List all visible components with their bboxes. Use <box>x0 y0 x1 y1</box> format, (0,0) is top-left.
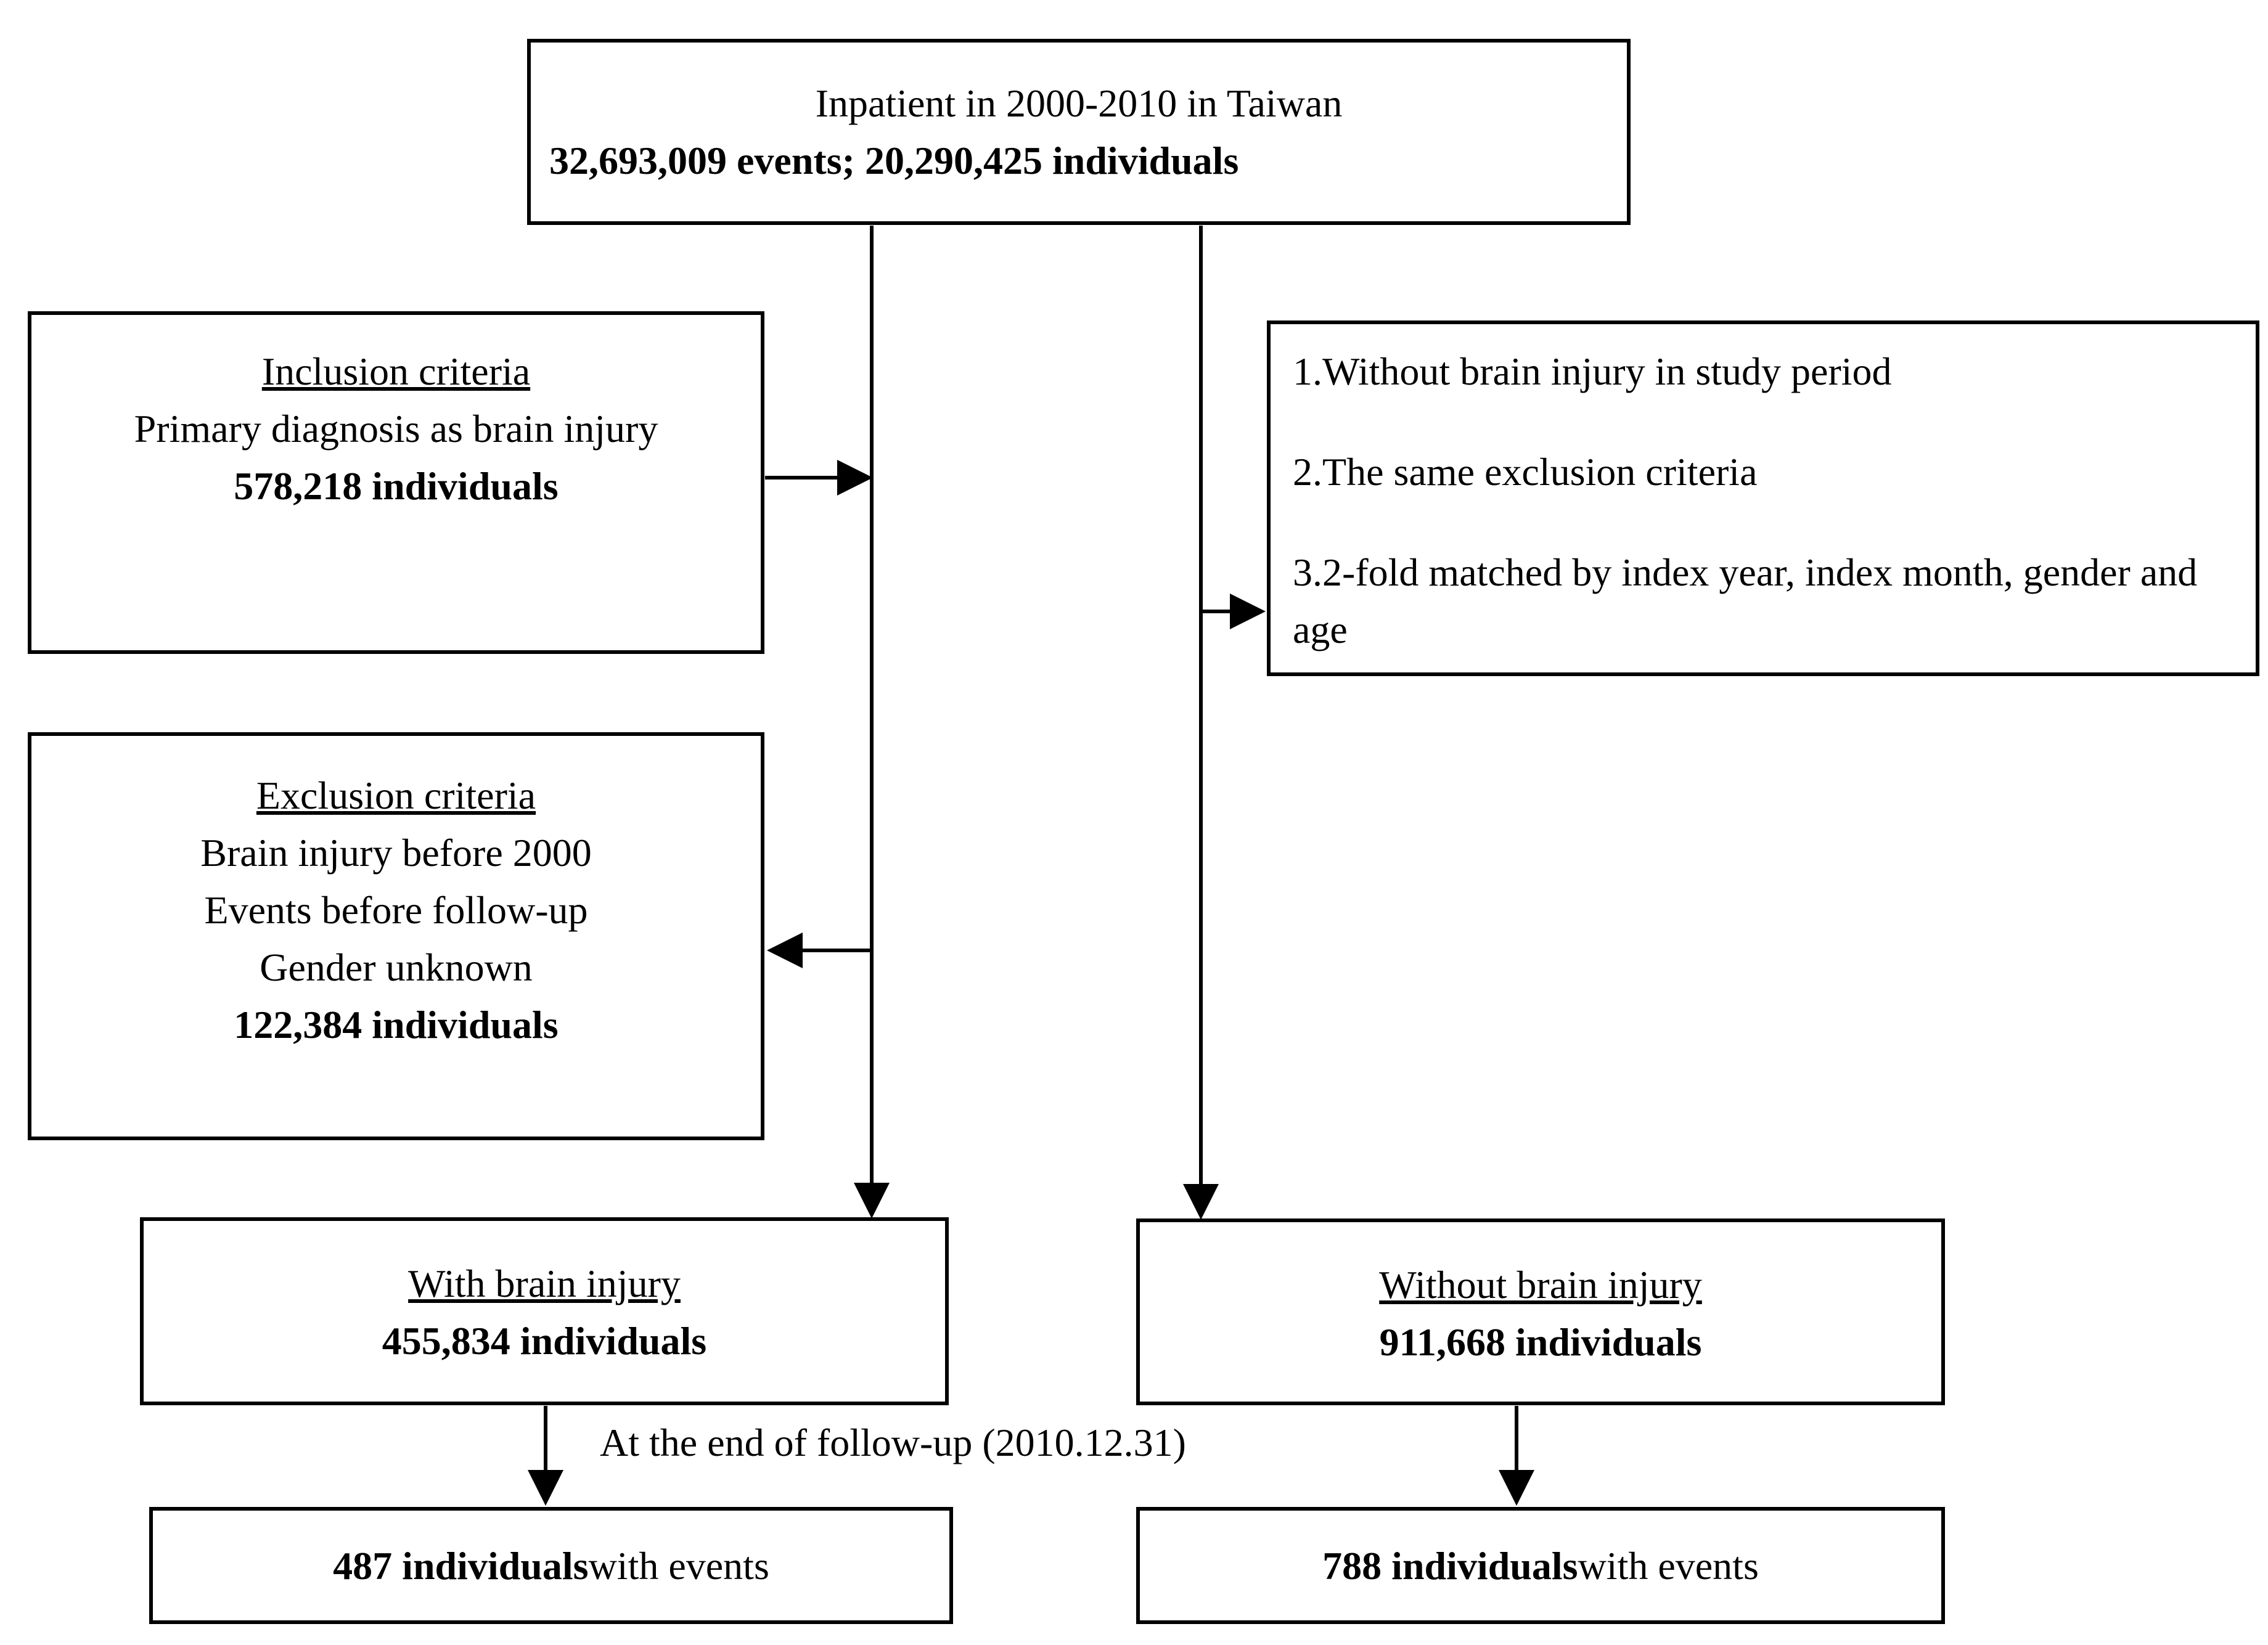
with-brain-injury-box: With brain injury 455,834 individuals <box>140 1217 949 1405</box>
without-injury-events-box: 788 individuals with events <box>1136 1507 1945 1624</box>
with-injury-count: 455,834 individuals <box>382 1319 707 1363</box>
arrow-down-icon <box>854 1183 890 1218</box>
arrow-right-icon <box>837 460 873 496</box>
source-population-box: Inpatient in 2000-2010 in Taiwan 32,693,… <box>527 39 1631 225</box>
without-brain-injury-box: Without brain injury 911,668 individuals <box>1136 1218 1945 1405</box>
without-injury-count: 911,668 individuals <box>1379 1320 1702 1364</box>
without-injury-title: Without brain injury <box>1379 1263 1702 1307</box>
exclusion-line: Brain injury before 2000 <box>200 831 592 875</box>
without-events-count: 788 individuals <box>1322 1543 1578 1588</box>
arrow-down-icon <box>1499 1470 1534 1506</box>
with-events-label: with events <box>588 1543 769 1588</box>
inclusion-criteria-box: Inclusion criteria Primary diagnosis as … <box>28 311 764 654</box>
inclusion-title: Inclusion criteria <box>261 349 531 393</box>
inclusion-line: Primary diagnosis as brain injury <box>134 407 658 451</box>
inclusion-count: 578,218 individuals <box>234 464 559 508</box>
followup-note: At the end of follow-up (2010.12.31) <box>600 1421 1186 1464</box>
source-population-count: 32,693,009 events; 20,290,425 individual… <box>549 139 1239 182</box>
arrow-down-icon <box>1183 1184 1219 1220</box>
arrow-down-icon <box>528 1470 563 1506</box>
with-injury-title: With brain injury <box>408 1262 681 1305</box>
with-events-count: 487 individuals <box>333 1543 589 1588</box>
arrow-left-icon <box>767 933 803 968</box>
exclusion-line: Events before follow-up <box>204 888 588 932</box>
matching-item: 1.Without brain injury in study period <box>1293 349 1892 393</box>
matching-criteria-box: 1.Without brain injury in study period 2… <box>1267 320 2259 676</box>
exclusion-title: Exclusion criteria <box>256 774 536 817</box>
without-events-label: with events <box>1578 1543 1759 1588</box>
matching-item: 3.2-fold matched by index year, index mo… <box>1293 550 2198 651</box>
source-population-title: Inpatient in 2000-2010 in Taiwan <box>815 81 1343 125</box>
exclusion-criteria-box: Exclusion criteria Brain injury before 2… <box>28 732 764 1140</box>
with-injury-events-box: 487 individuals with events <box>149 1507 953 1624</box>
exclusion-line: Gender unknown <box>260 945 533 989</box>
arrow-right-icon <box>1230 594 1266 629</box>
matching-item: 2.The same exclusion criteria <box>1293 450 1758 494</box>
exclusion-count: 122,384 individuals <box>234 1003 559 1047</box>
